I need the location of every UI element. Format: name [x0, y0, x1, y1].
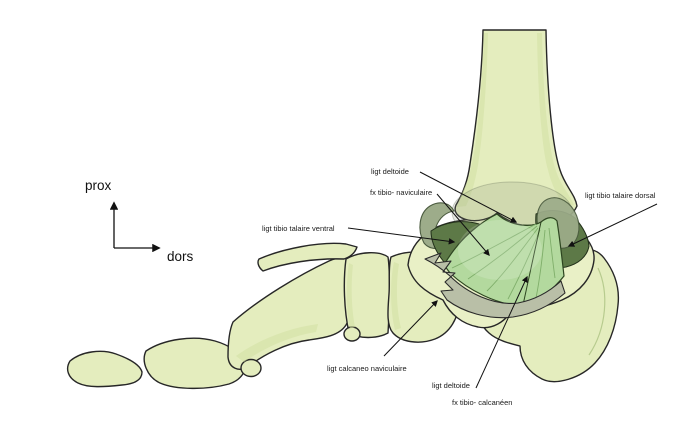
fan-crease — [522, 221, 542, 306]
axis-indicator: prox dors — [85, 178, 194, 264]
fan-striation — [548, 227, 556, 279]
navicular-shade — [391, 262, 401, 330]
annotation-labels: ligt deltoide fx tibio- naviculaire ligt… — [262, 167, 656, 407]
metatarsal-1-bone — [227, 257, 356, 370]
fan-striation — [486, 227, 539, 292]
distal-phalanx-bone — [66, 350, 143, 388]
axis-dors-label: dors — [167, 249, 194, 264]
metatarsal-tuberosity — [343, 326, 361, 342]
tibia-shade-right — [537, 33, 574, 207]
fan-striation — [451, 223, 537, 269]
axis-prox-label: prox — [85, 178, 112, 193]
bone-shading — [236, 33, 606, 362]
proximal-phalanx-bone — [143, 337, 247, 390]
fan-striation — [535, 229, 546, 299]
leader-tibio-navicular — [436, 193, 490, 256]
tibia-shade-left — [457, 33, 488, 207]
fan-highlight — [458, 220, 542, 280]
sesamoid-bone — [240, 358, 262, 378]
leader-calcaneo-navicular — [383, 300, 438, 357]
label-tibio-navicular: fx tibio- naviculaire — [370, 188, 432, 197]
leader-lines — [347, 171, 658, 389]
label-tibio-talar-ventral: ligt tibio talaire ventral — [262, 224, 335, 233]
cuneiform-shade — [346, 263, 355, 329]
metatarsal-shade — [236, 324, 318, 362]
fan-striation — [507, 229, 541, 300]
cuneiform-bone — [343, 252, 391, 339]
calcaneonavicular-band — [424, 252, 566, 319]
leader-tibio-talar-ventral — [347, 227, 456, 245]
calcaneus-ridge-line — [588, 267, 606, 356]
fan-striation — [467, 225, 538, 280]
label-deltoid-bottom: ligt deltoide — [432, 381, 470, 390]
leader-deltoid-top — [419, 171, 518, 223]
leader-tibio-calcaneal — [475, 275, 528, 389]
leader-tibio-talar-dorsal — [567, 203, 658, 247]
label-calcaneo-navicular: ligt calcaneo naviculaire — [327, 364, 407, 373]
label-tibio-calcaneal: fx tibio- calcanéen — [452, 398, 512, 407]
label-tibio-talar-dorsal: ligt tibio talaire dorsal — [585, 191, 656, 200]
label-deltoid-top: ligt deltoide — [371, 167, 409, 176]
metatarsal-2-bone — [257, 242, 358, 272]
